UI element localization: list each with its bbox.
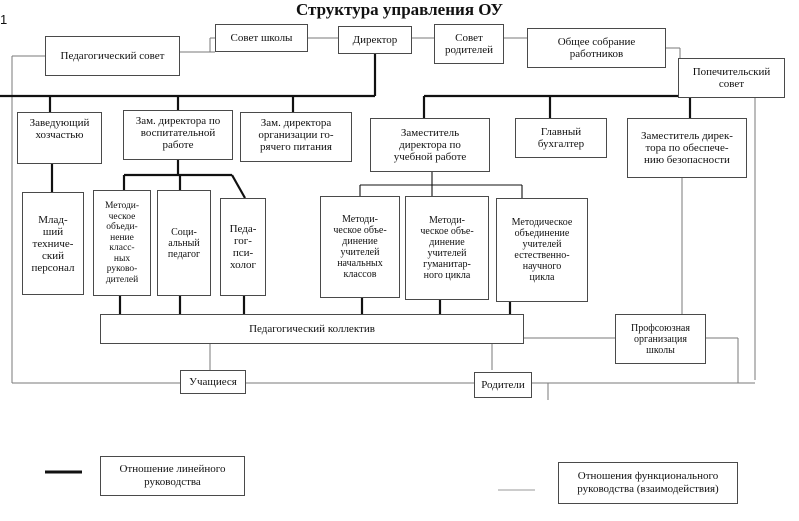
node-mo-primary: Методи- ческое объе- динение учителей на… bbox=[320, 196, 400, 298]
node-social-pedagogue: Соци- альный педагог bbox=[157, 190, 211, 296]
node-mo-humanities: Методи- ческое объе- динение учителей гу… bbox=[405, 196, 489, 300]
node-deputy-academic: Заместитель директора по учебной работе bbox=[370, 118, 490, 172]
node-parents: Родители bbox=[474, 372, 532, 398]
node-mo-class-teachers: Методи- ческое объеди- нение класс- ных … bbox=[93, 190, 151, 296]
node-ped-council: Педагогический совет bbox=[45, 36, 180, 76]
node-school-council: Совет школы bbox=[215, 24, 308, 52]
node-students: Учащиеся bbox=[180, 370, 246, 394]
node-chief-accountant: Главный бухгалтер bbox=[515, 118, 607, 158]
legend-linear: Отношение линейного руководства bbox=[100, 456, 245, 496]
node-ped-staff: Педагогический коллектив bbox=[100, 314, 524, 344]
node-head-maintenance: Заведующий хозчастью bbox=[17, 112, 102, 164]
corner-mark: 1 bbox=[0, 12, 8, 27]
node-parents-council: Совет родителей bbox=[434, 24, 504, 64]
node-board-trustees: Попечительский совет bbox=[678, 58, 785, 98]
node-deputy-upbringing: Зам. директора по воспитательной работе bbox=[123, 110, 233, 160]
node-general-meeting: Общее собрание работников bbox=[527, 28, 666, 68]
node-mo-science: Методическое объединение учителей естест… bbox=[496, 198, 588, 302]
legend-functional: Отношения функционального руководства (в… bbox=[558, 462, 738, 504]
node-psychologist: Педа- гог- пси- холог bbox=[220, 198, 266, 296]
node-junior-staff: Млад- ший техниче- ский персонал bbox=[22, 192, 84, 295]
node-deputy-catering: Зам. директора организации го- рячего пи… bbox=[240, 112, 352, 162]
diagram-title: Структура управления ОУ bbox=[295, 0, 504, 19]
node-director: Директор bbox=[338, 26, 412, 54]
node-trade-union: Профсоюзная организация школы bbox=[615, 314, 706, 364]
node-deputy-safety: Заместитель дирек- тора по обеспече- нию… bbox=[627, 118, 747, 178]
